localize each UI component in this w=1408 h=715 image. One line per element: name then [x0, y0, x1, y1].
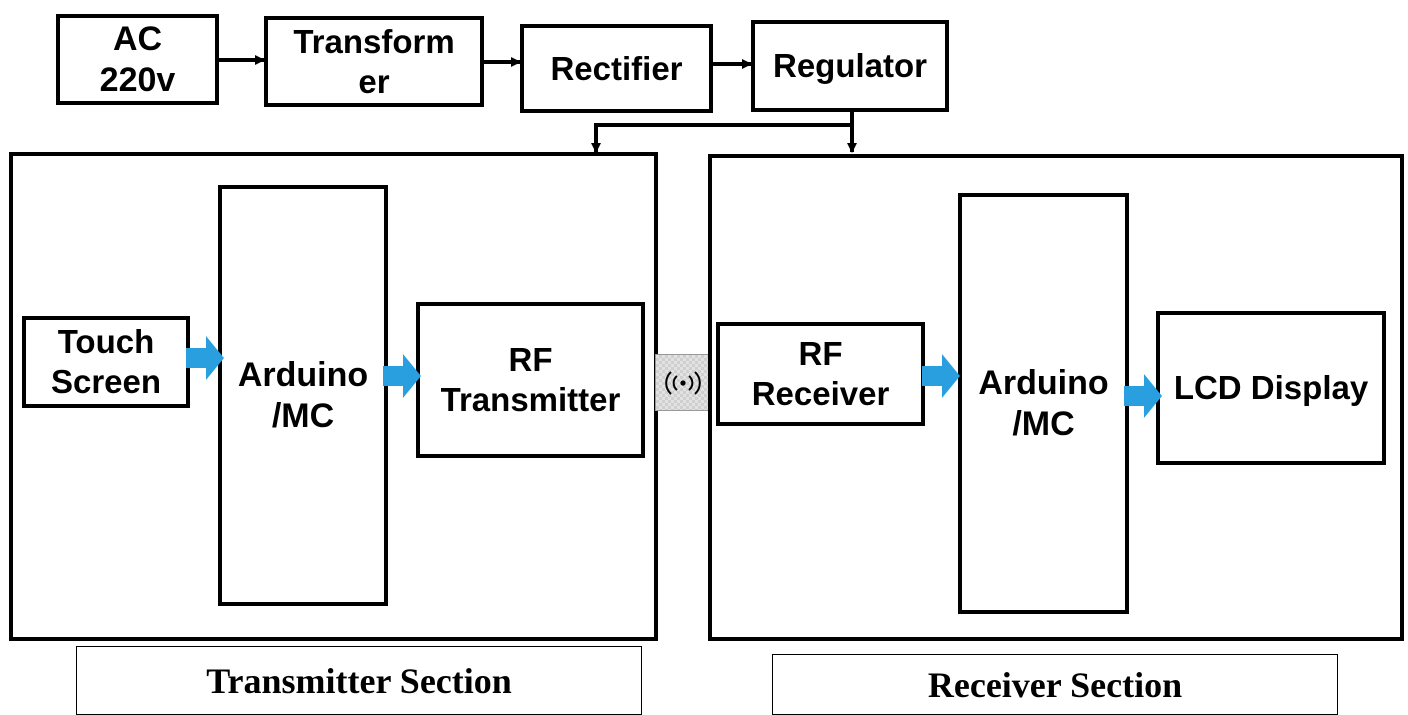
ac-source-line2: 220v [99, 60, 176, 99]
blue-arrow-rf-receiver-to-arduino [922, 354, 960, 398]
regulator-label: Regulator [772, 47, 927, 85]
transmitter-section-caption: Transmitter Section [76, 646, 642, 715]
blue-arrow-arduino-to-rf-transmitter [383, 354, 421, 398]
rf-transmitter-line1: RF [508, 341, 553, 379]
receiver-arduino-line1: Arduino [978, 363, 1109, 402]
touch-screen-line1: Touch [57, 323, 155, 361]
rf-transmitter-box: RF Transmitter [416, 302, 645, 458]
transmitter-arduino-line1: Arduino [237, 355, 369, 394]
blue-arrow-touch-to-arduino [186, 336, 224, 380]
touch-screen-line2: Screen [50, 363, 162, 400]
receiver-section-caption: Receiver Section [772, 654, 1338, 715]
transformer-line2: er [358, 62, 390, 100]
touch-screen-box: Touch Screen [22, 316, 190, 408]
transformer-box: Transform er [264, 16, 484, 107]
transformer-line1: Transform [293, 22, 455, 60]
transmitter-arduino-line2: /MC [271, 396, 335, 435]
rf-transmitter-line2: Transmitter [440, 381, 621, 418]
regulator-box: Regulator [751, 20, 949, 112]
lcd-display-label: LCD Display [1173, 369, 1369, 407]
ac-source-line1: AC [112, 19, 163, 58]
transmitter-section-label: Transmitter Section [206, 660, 512, 701]
rf-receiver-line1: RF [798, 335, 843, 373]
regulator-feed-line [596, 112, 854, 127]
receiver-arduino-line2: /MC [1012, 404, 1075, 443]
wireless-link [655, 354, 710, 411]
lcd-display-box: LCD Display [1156, 311, 1386, 465]
wireless-signal-icon [664, 370, 701, 395]
rf-receiver-box: RF Receiver [716, 322, 925, 426]
rectifier-label: Rectifier [550, 49, 683, 87]
rf-receiver-line2: Receiver [751, 375, 890, 412]
rectifier-box: Rectifier [520, 24, 713, 113]
receiver-section-label: Receiver Section [927, 664, 1183, 705]
blue-arrow-arduino-to-lcd [1124, 374, 1162, 418]
receiver-arduino-box: Arduino /MC [958, 193, 1129, 614]
transmitter-arduino-box: Arduino /MC [218, 185, 388, 606]
ac-source-box: AC 220v [56, 14, 219, 105]
